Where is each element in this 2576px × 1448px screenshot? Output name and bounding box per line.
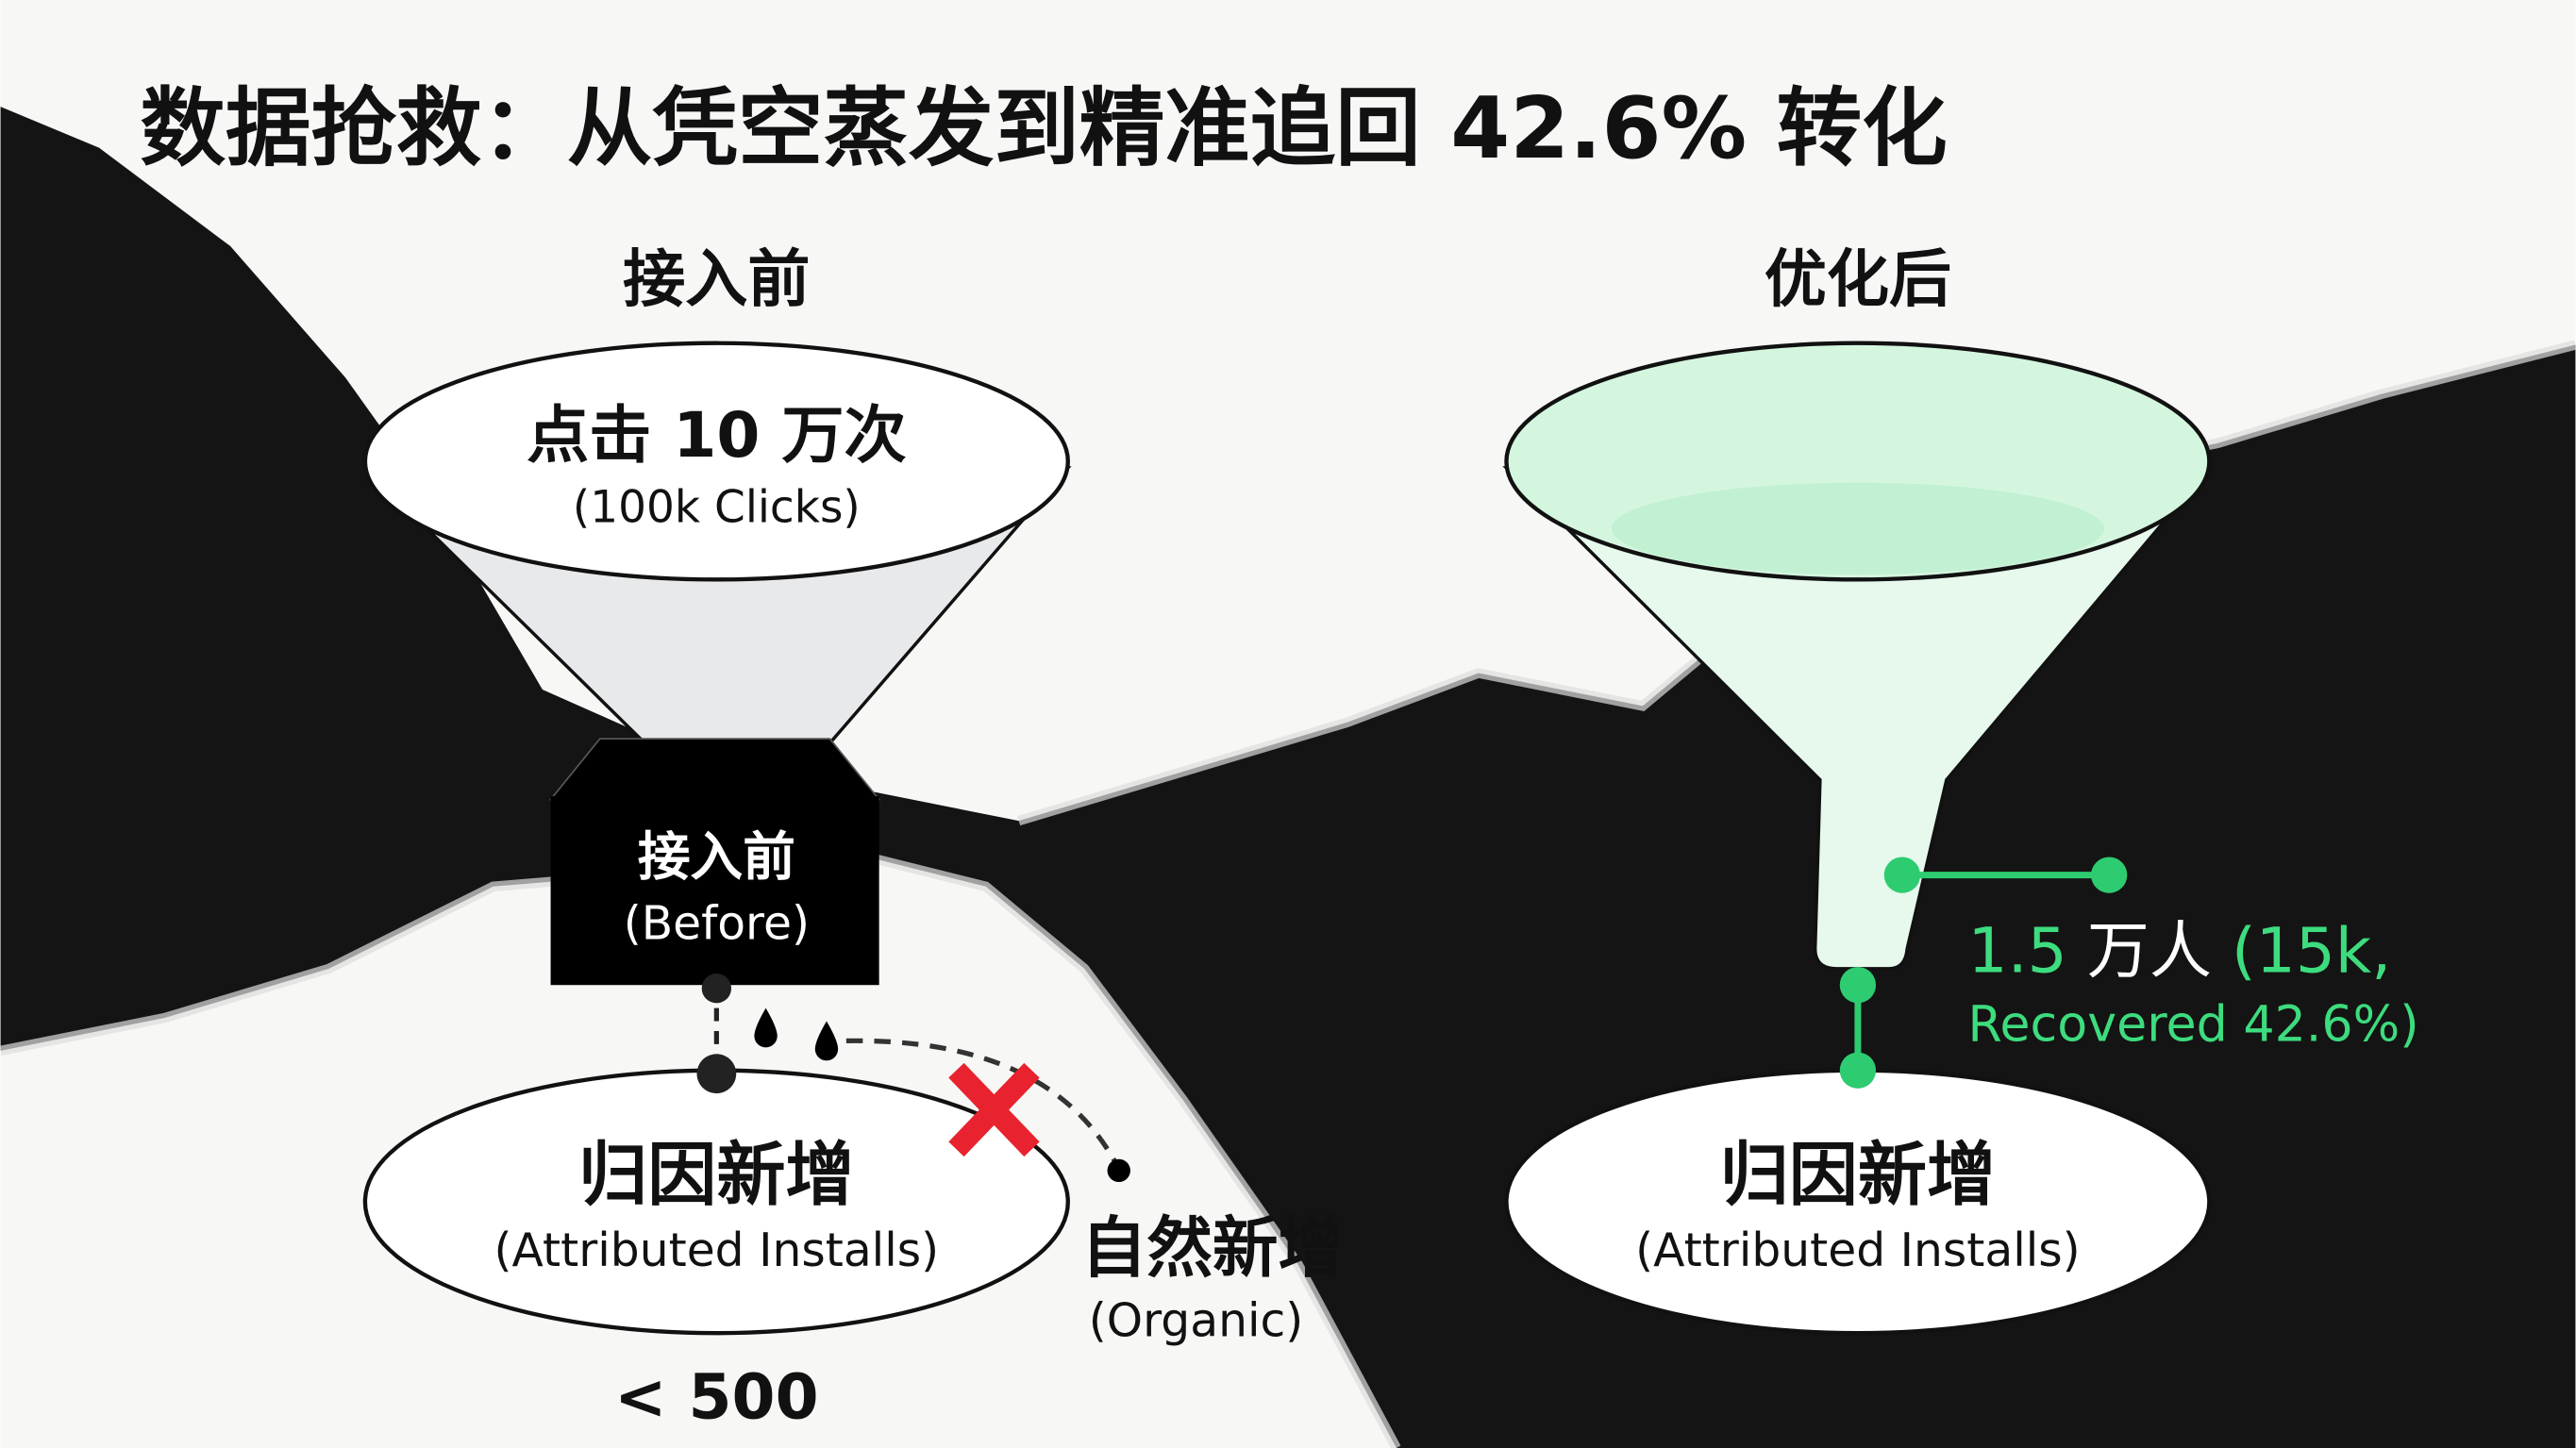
after-heading: 优化后 (1765, 242, 1951, 315)
recovered-value: 1.5 万人 (15k, (1968, 914, 2392, 987)
result-sublabel: (Attributed Installs) (494, 1224, 940, 1277)
result-value: < 500 (614, 1361, 818, 1434)
connector-dot (696, 1054, 737, 1094)
red-x-icon (948, 1062, 1040, 1157)
organic-sublabel: (Organic) (1089, 1295, 1304, 1348)
recovered-sublabel: Recovered 42.6%) (1968, 996, 2419, 1053)
before-funnel: 点击 10 万次 (100k Clicks) (360, 341, 1072, 774)
result-label: 归因新增 (1720, 1135, 1996, 1215)
connector-dot (1839, 1052, 1877, 1089)
drop-icon (754, 1007, 778, 1048)
funnel-top-sublabel: (100k Clicks) (573, 481, 861, 533)
drop-icon (814, 1021, 839, 1061)
funnel-top-label: 点击 10 万次 (527, 399, 907, 472)
box-label: 接入前 (638, 827, 795, 889)
page-title: 数据抢救：从凭空蒸发到精准追回 42.6% 转化 (140, 79, 1947, 178)
connector-dot (701, 974, 732, 1004)
box-sublabel: (Before) (624, 897, 810, 950)
organic-label: 自然新增 (1081, 1210, 1344, 1287)
before-box: 接入前 (Before) (548, 738, 881, 986)
after-funnel (1502, 341, 2214, 971)
before-heading: 接入前 (623, 242, 810, 315)
connector-dot (1107, 1158, 1130, 1183)
result-sublabel: (Attributed Installs) (1635, 1224, 2081, 1277)
result-label: 归因新增 (578, 1135, 854, 1215)
